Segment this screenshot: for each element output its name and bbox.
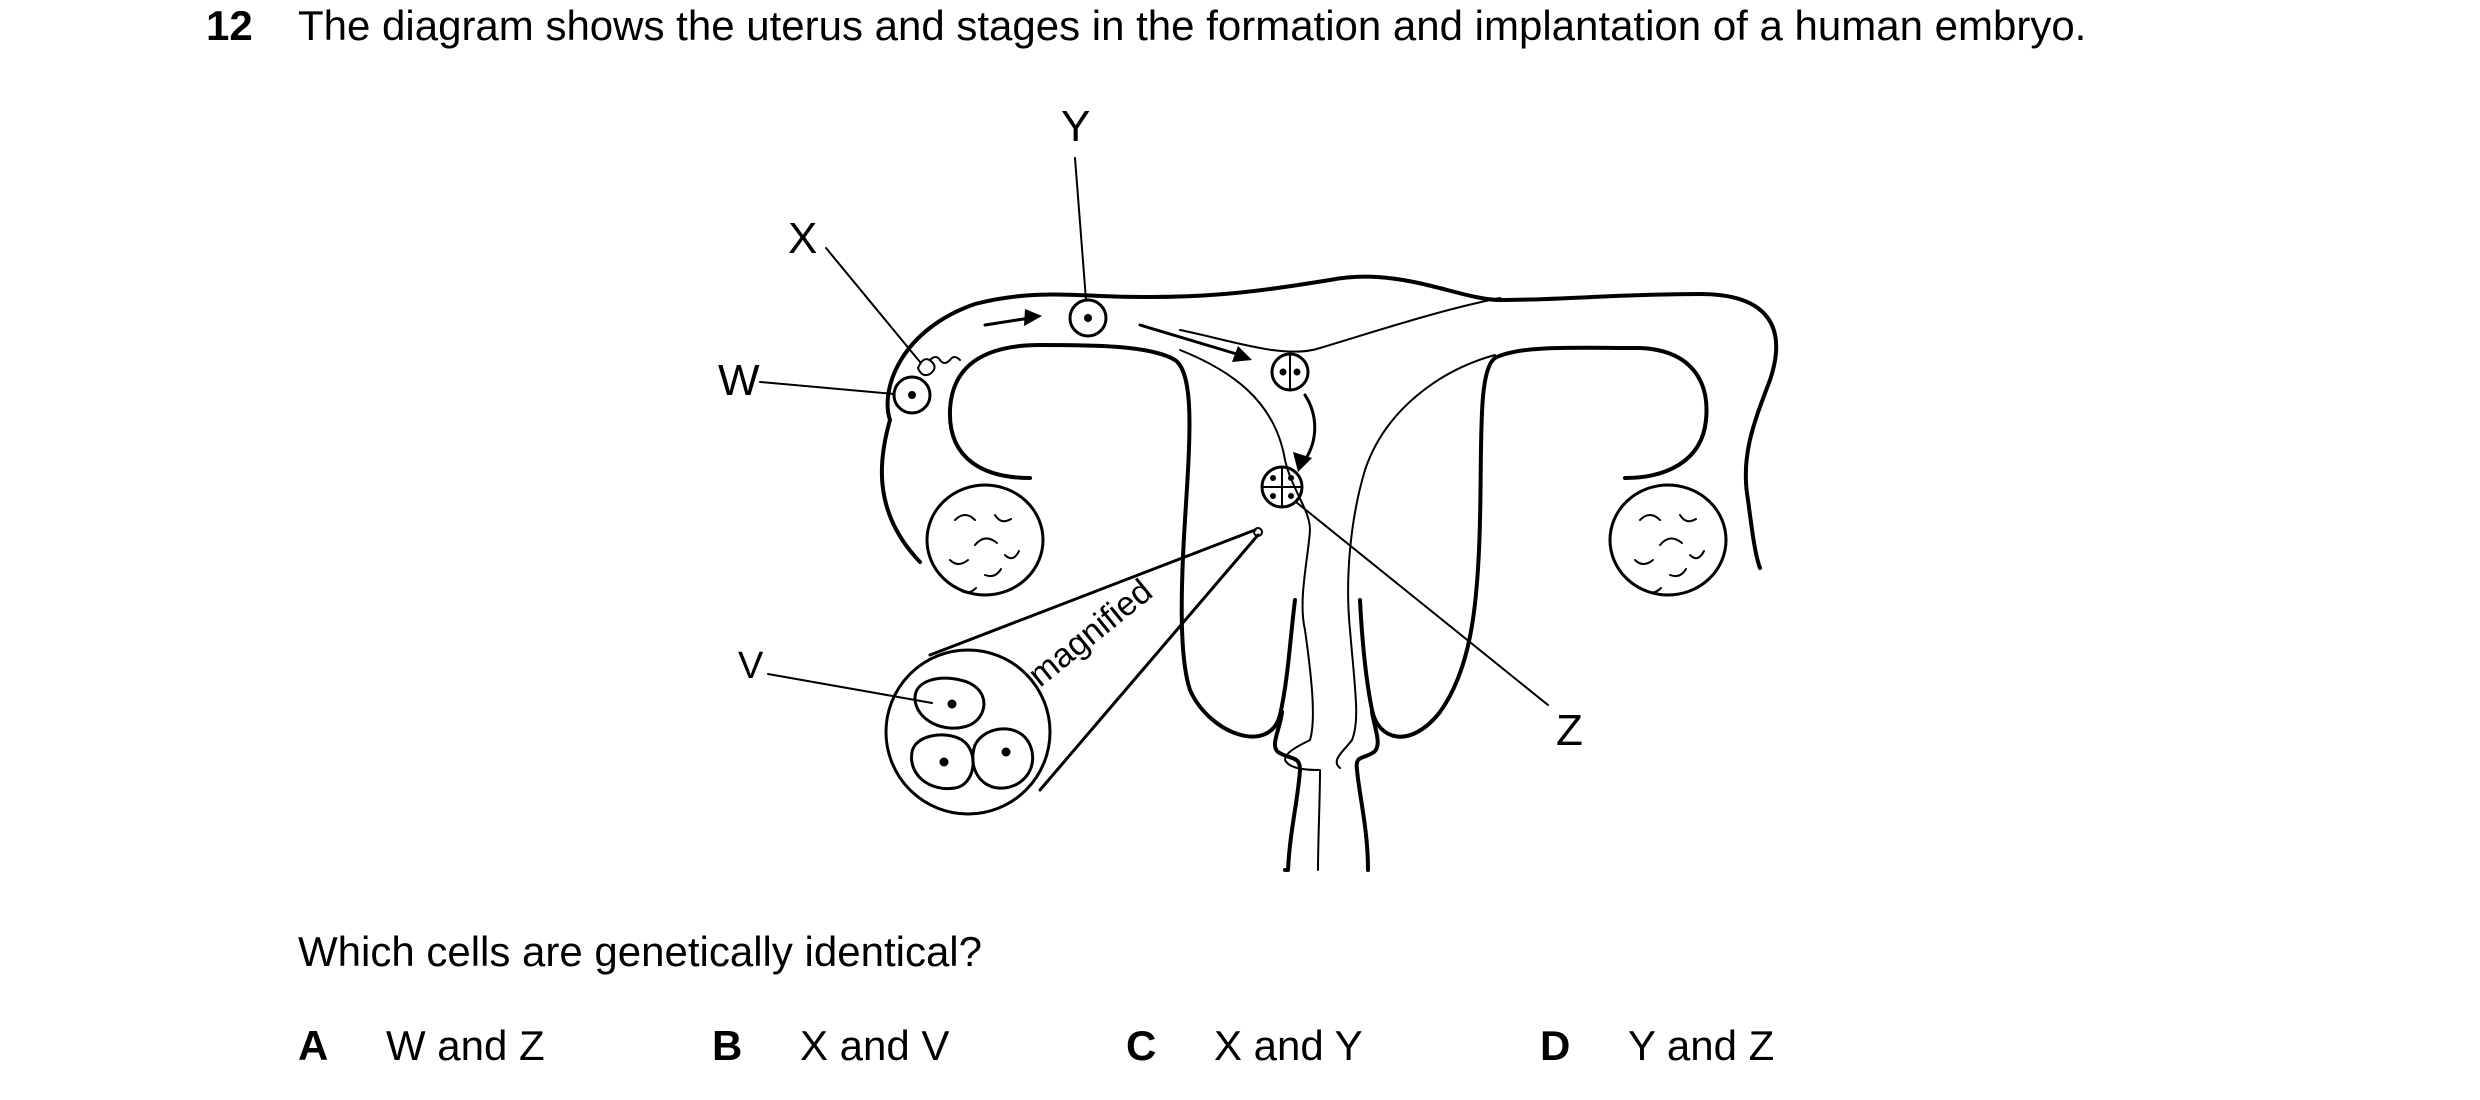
option-c-text: X and Y xyxy=(1214,1022,1363,1069)
leader-w xyxy=(759,381,895,395)
uterine-cavity xyxy=(1179,349,1321,871)
question-text: The diagram shows the uterus and stages … xyxy=(298,2,2087,49)
magnified-cell-v xyxy=(913,676,986,730)
fundus-line xyxy=(1179,297,1501,353)
option-d[interactable]: D Y and Z xyxy=(1540,1022,1774,1070)
option-d-letter: D xyxy=(1540,1022,1571,1069)
left-ovary xyxy=(925,483,1045,597)
option-d-text: Y and Z xyxy=(1628,1022,1775,1069)
arrow-2 xyxy=(1138,323,1242,357)
label-y: Y xyxy=(1061,102,1091,151)
option-b[interactable]: B X and V xyxy=(712,1022,949,1070)
cervix-left xyxy=(1272,710,1302,872)
label-v: V xyxy=(738,645,764,687)
option-b-text: X and V xyxy=(800,1022,950,1069)
sperm xyxy=(917,356,961,377)
left-tube-inner xyxy=(947,343,1297,739)
leader-z xyxy=(1295,501,1549,706)
magnified-circle xyxy=(884,648,1052,816)
option-c[interactable]: C X and Y xyxy=(1126,1022,1363,1070)
right-ovary-texture xyxy=(1634,514,1705,594)
option-a[interactable]: A W and Z xyxy=(298,1022,545,1070)
label-z: Z xyxy=(1556,706,1583,755)
uterine-cavity-right xyxy=(1335,354,1496,769)
label-x: X xyxy=(788,214,818,263)
option-a-text: W and Z xyxy=(386,1022,545,1069)
leader-x xyxy=(825,247,921,363)
option-c-letter: C xyxy=(1126,1022,1157,1069)
option-a-letter: A xyxy=(298,1022,329,1069)
question-prompt: Which cells are genetically identical? xyxy=(298,928,982,975)
cervix-right xyxy=(1354,710,1380,872)
question-number: 12 xyxy=(206,2,253,49)
leader-v xyxy=(767,673,933,704)
cell-y xyxy=(1068,298,1108,338)
left-ovary-texture xyxy=(949,514,1020,594)
option-b-letter: B xyxy=(712,1022,743,1069)
leader-y xyxy=(1074,157,1087,301)
magnified-cell-3 xyxy=(971,727,1035,790)
magnified-cone xyxy=(928,528,1260,792)
uterus-outer-outline xyxy=(879,274,1779,570)
arrow-3 xyxy=(1303,393,1317,462)
label-w: W xyxy=(718,356,760,405)
right-ovary xyxy=(1608,483,1728,597)
right-tube-inner xyxy=(1358,345,1709,739)
arrow-1 xyxy=(983,316,1032,327)
